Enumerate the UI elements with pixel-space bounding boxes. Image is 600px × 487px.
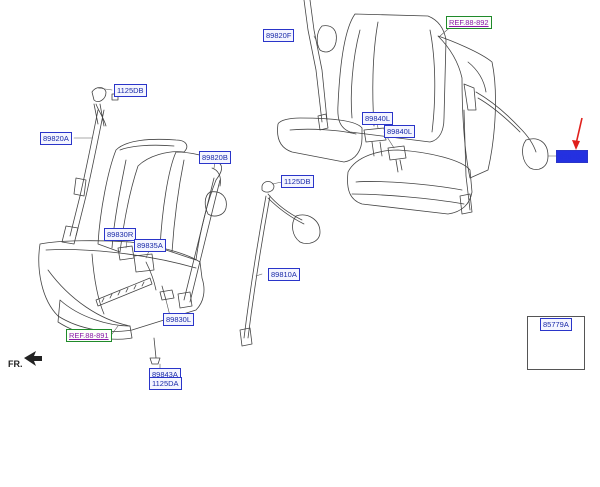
label-89840l-upper[interactable]: 89840L (362, 112, 394, 125)
highlight-arrow-icon (572, 117, 583, 150)
label-89820a[interactable]: 89820A (40, 132, 72, 145)
belt-89810j-drawing (459, 83, 549, 215)
leader-lines (73, 23, 557, 371)
ref-label-88-892[interactable]: REF.88-892 (446, 16, 492, 29)
label-89830l[interactable]: 89830L (163, 313, 195, 326)
label-1125da[interactable]: 1125DA (149, 377, 182, 390)
label-1125db-middle[interactable]: 1125DB (281, 175, 314, 188)
belt-89820a-drawing (61, 87, 119, 245)
ref-label-88-891[interactable]: REF.88-891 (66, 329, 112, 342)
label-89820f[interactable]: 89820F (263, 29, 295, 42)
front-direction-arrow-icon (24, 351, 42, 366)
upper-seat-drawing (277, 13, 496, 215)
belt-89820b-drawing (177, 167, 227, 309)
lower-seat-drawing (38, 138, 222, 365)
label-89830r[interactable]: 89830R (104, 228, 137, 241)
label-89820b[interactable]: 89820B (199, 151, 231, 164)
front-direction-label: FR. (8, 359, 23, 369)
label-89840l-lower[interactable]: 89840L (384, 125, 416, 138)
label-selected-part[interactable]: 89810J (556, 150, 588, 163)
label-1125db-top[interactable]: 1125DB (114, 84, 147, 97)
label-85779a[interactable]: 85779A (540, 318, 572, 331)
belt-89810a-drawing (239, 181, 321, 347)
label-89835a[interactable]: 89835A (134, 239, 166, 252)
label-89810a[interactable]: 89810A (268, 268, 300, 281)
belt-89820f-drawing (303, 0, 337, 131)
inset-part-box (527, 316, 585, 370)
